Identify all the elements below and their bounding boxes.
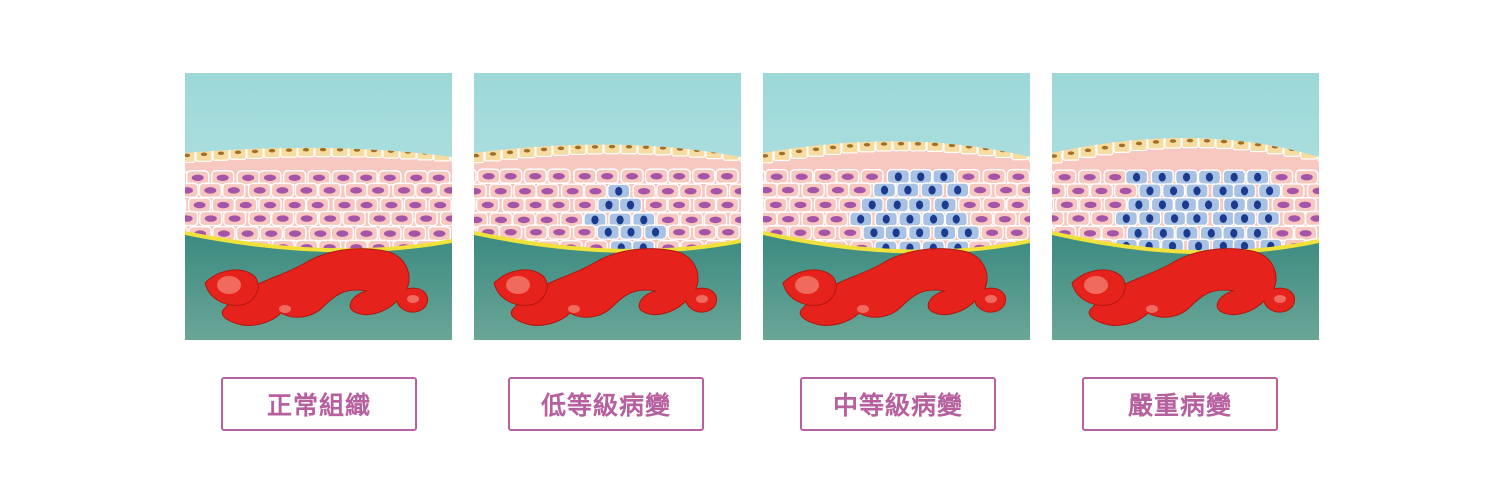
basement-membrane	[185, 231, 452, 253]
epithelial-cells	[474, 144, 741, 251]
blood-vessels	[782, 248, 1007, 326]
panel-severe-lesion	[1052, 73, 1319, 340]
epithelial-cells	[1052, 137, 1319, 253]
panel-low-grade-lesion	[474, 73, 741, 340]
panel-normal-tissue	[185, 73, 452, 340]
blood-vessels	[1071, 248, 1296, 326]
basement-membrane	[474, 231, 741, 253]
blood-vessels	[493, 248, 718, 326]
basement-membrane	[763, 231, 1030, 254]
blood-vessels	[204, 248, 429, 326]
label-text: 嚴重病變	[1127, 391, 1232, 420]
basement-membrane	[1052, 231, 1319, 255]
label-text: 中等級病變	[832, 391, 963, 420]
tissue-illustration	[474, 73, 741, 340]
tissue-illustration	[763, 73, 1030, 340]
label-text: 低等級病變	[540, 391, 671, 420]
label-severe-lesion: 嚴重病變	[1082, 377, 1278, 431]
tissue-illustration	[185, 73, 452, 340]
label-text: 正常組織	[266, 391, 371, 420]
tissue-illustration	[1052, 73, 1319, 340]
label-low-grade-lesion: 低等級病變	[508, 377, 704, 431]
panel-moderate-grade-lesion	[763, 73, 1030, 340]
label-moderate-grade-lesion: 中等級病變	[800, 377, 996, 431]
label-normal-tissue: 正常組織	[221, 377, 417, 431]
